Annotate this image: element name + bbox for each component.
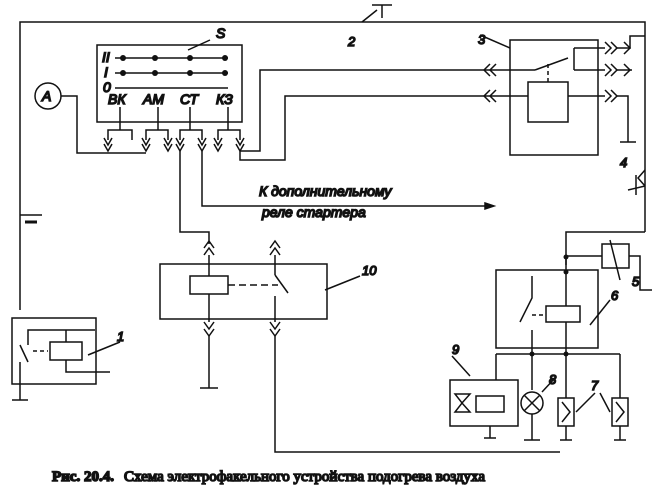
callout-8: 8 (549, 372, 557, 387)
figure-number: Рис. 20.4. (52, 469, 114, 485)
relay-1 (11, 317, 121, 401)
thermal-switch-4 (565, 169, 646, 265)
ignition-switch-s (96, 39, 245, 153)
callout-10: 10 (362, 263, 377, 278)
figure-caption: Рис. 20.4. Схема электрофакельного устро… (52, 468, 485, 485)
position-label-i: I (104, 64, 108, 80)
callout-9: 9 (452, 342, 459, 357)
switch-label: S (216, 25, 226, 41)
heater-circuit (449, 351, 629, 441)
position-label-0: 0 (103, 79, 111, 95)
position-label-ii: II (102, 49, 110, 65)
element-5 (566, 239, 652, 291)
terminal-label-st: СТ (180, 91, 200, 107)
starter-lines (179, 151, 497, 244)
callout-5: 5 (632, 274, 640, 289)
push-button-2 (361, 4, 392, 23)
callout-6: 6 (611, 288, 619, 303)
starter-note-line2: реле стартера (261, 204, 366, 220)
callout-7: 7 (591, 378, 599, 393)
battery (20, 214, 42, 224)
callout-4: 4 (620, 155, 627, 170)
callout-1: 1 (117, 329, 124, 344)
relay-block-3 (239, 34, 645, 161)
terminal-label-am: АМ (142, 91, 164, 107)
switch-connector-chevrons (103, 137, 245, 153)
callout-2: 2 (347, 34, 356, 49)
relay-10-connector-chevrons (203, 239, 281, 338)
top-frame-wire (19, 21, 646, 310)
block-3-right-chevrons (604, 41, 619, 103)
ammeter-label: A (41, 88, 51, 104)
relay-6 (495, 254, 611, 354)
terminal-label-kz: КЗ (216, 91, 233, 107)
terminal-label-vk: ВК (108, 91, 126, 107)
starter-note-line1: К дополнительному (259, 183, 392, 199)
figure-caption-text: Схема электрофакельного устройства подог… (124, 469, 485, 485)
callout-3: 3 (478, 32, 486, 47)
ammeter (34, 82, 146, 154)
relay-10 (159, 239, 560, 453)
